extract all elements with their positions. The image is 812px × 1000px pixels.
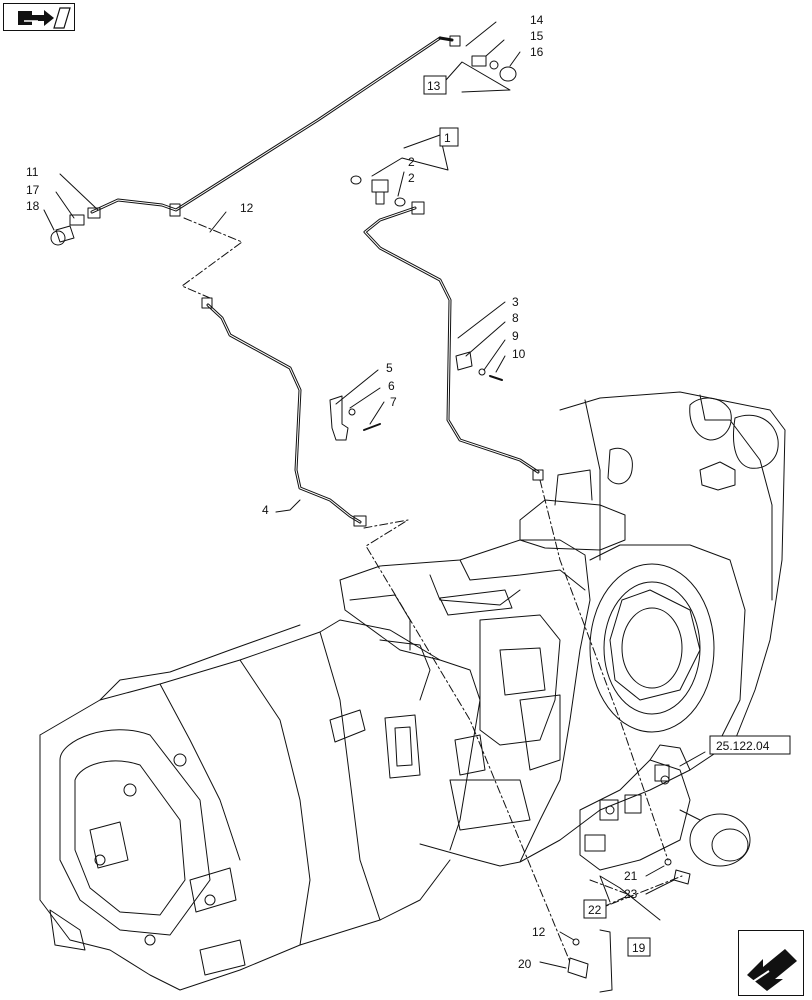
label-7: 7 — [390, 395, 397, 409]
callout-box-13 — [423, 75, 447, 95]
boxed-callouts — [423, 75, 791, 957]
callout-box-19 — [627, 937, 651, 957]
next-page-arrow-glyph — [747, 949, 797, 991]
fitting-19-20 — [567, 938, 589, 979]
label-1: 1 — [444, 131, 451, 145]
pipe-11 — [87, 35, 461, 219]
label-8: 8 — [512, 311, 519, 325]
label-14: 14 — [530, 13, 544, 27]
bracket-5 — [329, 395, 381, 441]
label-5: 5 — [386, 361, 393, 375]
label-2b: 2 — [408, 171, 415, 185]
label-10: 10 — [512, 347, 526, 361]
label-12a: 12 — [240, 201, 254, 215]
leader-lines — [43, 21, 706, 993]
callout-box-22 — [583, 899, 607, 919]
label-19: 19 — [632, 941, 646, 955]
label-17: 17 — [26, 183, 40, 197]
fitting-17-18 — [50, 214, 85, 246]
tee-fitting-1 — [350, 175, 406, 207]
label-21: 21 — [624, 869, 638, 883]
callout-box-ref — [709, 735, 791, 755]
label-9: 9 — [512, 329, 519, 343]
valve-block — [579, 744, 751, 871]
label-6: 6 — [388, 379, 395, 393]
label-22: 22 — [588, 903, 602, 917]
label-23: 23 — [624, 887, 638, 901]
rear-axle-housing — [419, 391, 786, 867]
label-16: 16 — [530, 45, 544, 59]
label-ref-25-122-04: 25.122.04 — [716, 739, 770, 753]
label-2a: 2 — [408, 155, 415, 169]
fitting-14-15-16 — [471, 55, 517, 82]
label-18: 18 — [26, 199, 40, 213]
book-arrow-glyph — [18, 7, 71, 29]
clip-8 — [455, 351, 503, 381]
pipe-4 — [201, 297, 367, 527]
fitting-21-23 — [664, 858, 691, 885]
label-4: 4 — [262, 503, 269, 517]
label-20: 20 — [518, 957, 532, 971]
label-11: 11 — [26, 165, 39, 179]
center-housing — [329, 539, 591, 863]
label-12b: 12 — [532, 925, 546, 939]
label-3: 3 — [512, 295, 519, 309]
next-page-arrow-icon[interactable] — [738, 930, 804, 996]
clutch-housing — [39, 619, 451, 991]
label-15: 15 — [530, 29, 544, 43]
hidden-lines — [181, 217, 683, 963]
book-arrow-icon[interactable] — [3, 3, 75, 31]
label-13: 13 — [427, 79, 441, 93]
callout-box-1 — [439, 127, 459, 147]
pipe-3 — [363, 201, 544, 481]
